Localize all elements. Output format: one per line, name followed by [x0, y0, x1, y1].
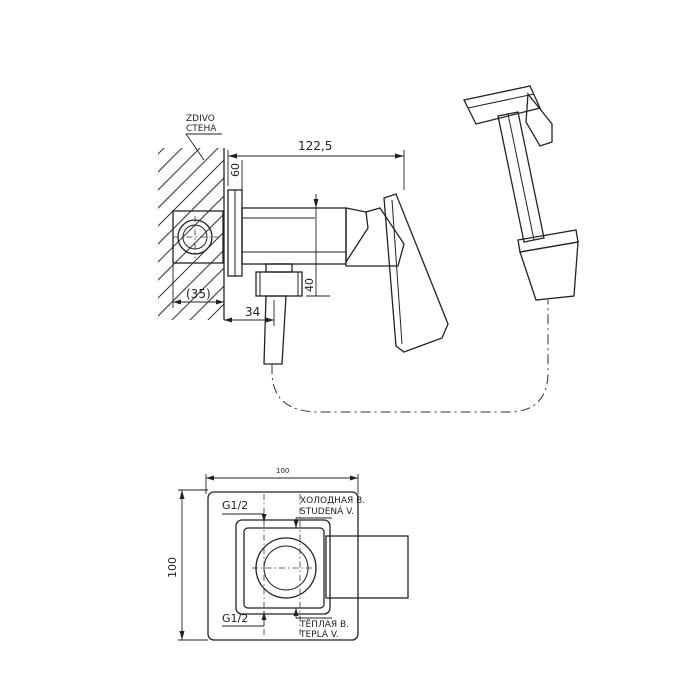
cover-plate-front	[207, 491, 359, 641]
dimension-plate-width: 100	[205, 467, 359, 494]
wall-hatching	[158, 148, 224, 320]
top-view: 100 100 G1/2	[166, 467, 409, 641]
dimension-width: 122,5	[227, 139, 405, 190]
lever-base	[345, 207, 369, 265]
dimension-height-top-label: 60	[229, 163, 242, 177]
hot-water-label-ru: ТЁПЛАЯ В.	[299, 619, 349, 630]
shower-stem	[497, 111, 545, 243]
wall-label-latin: ZDIVO	[186, 114, 215, 124]
cold-water-callout: ХОЛОДНАЯ В. STUDENÁ V.	[293, 496, 365, 528]
side-view: ZDIVO СТЕНА	[158, 85, 579, 413]
hand-shower	[463, 85, 579, 301]
cold-water-label-ru: ХОЛОДНАЯ В.	[300, 496, 365, 506]
dimension-plate-height-label: 100	[166, 557, 179, 578]
cover-plate-inner	[235, 519, 331, 615]
mixer-body	[241, 207, 347, 265]
shower-handle-grip	[519, 241, 579, 301]
shower-trigger	[525, 92, 553, 147]
thread-callout-bottom: G1/2	[222, 612, 267, 627]
outlet-spigot	[263, 295, 287, 365]
dimension-width-label: 122,5	[298, 139, 332, 153]
dimension-plate-width-label: 100	[276, 467, 289, 475]
dimension-plate-height: 100	[166, 489, 208, 641]
cold-water-label-cz: STUDENÁ V.	[300, 505, 354, 517]
wall-label-cyrillic: СТЕНА	[186, 124, 217, 134]
dimension-outlet-label: 34	[245, 305, 260, 319]
outlet-neck	[265, 263, 293, 273]
dimension-depth: (35)	[172, 264, 225, 308]
hot-water-callout: ТЁПЛАЯ В. TEPLÁ V.	[293, 608, 349, 640]
dimension-height-bottom: 40	[303, 194, 330, 297]
lever-top-view	[325, 535, 409, 599]
dimension-depth-label: (35)	[186, 287, 211, 301]
dimension-height-top: 60	[229, 160, 243, 190]
lever-handle	[383, 193, 449, 353]
shower-head	[463, 85, 541, 125]
outlet-nut	[255, 271, 303, 297]
dimension-outlet: 34	[224, 300, 275, 326]
dimension-height-bottom-label: 40	[303, 278, 316, 292]
thread-label-bottom: G1/2	[222, 612, 248, 625]
cartridge-block	[243, 527, 325, 609]
lever-housing	[345, 207, 405, 267]
thread-callout-top: G1/2	[222, 499, 267, 522]
shower-hose	[271, 300, 549, 413]
thread-label-top: G1/2	[222, 499, 248, 512]
wall-label-leader	[185, 133, 222, 161]
hot-water-label-cz: TEPLÁ V.	[299, 628, 339, 640]
